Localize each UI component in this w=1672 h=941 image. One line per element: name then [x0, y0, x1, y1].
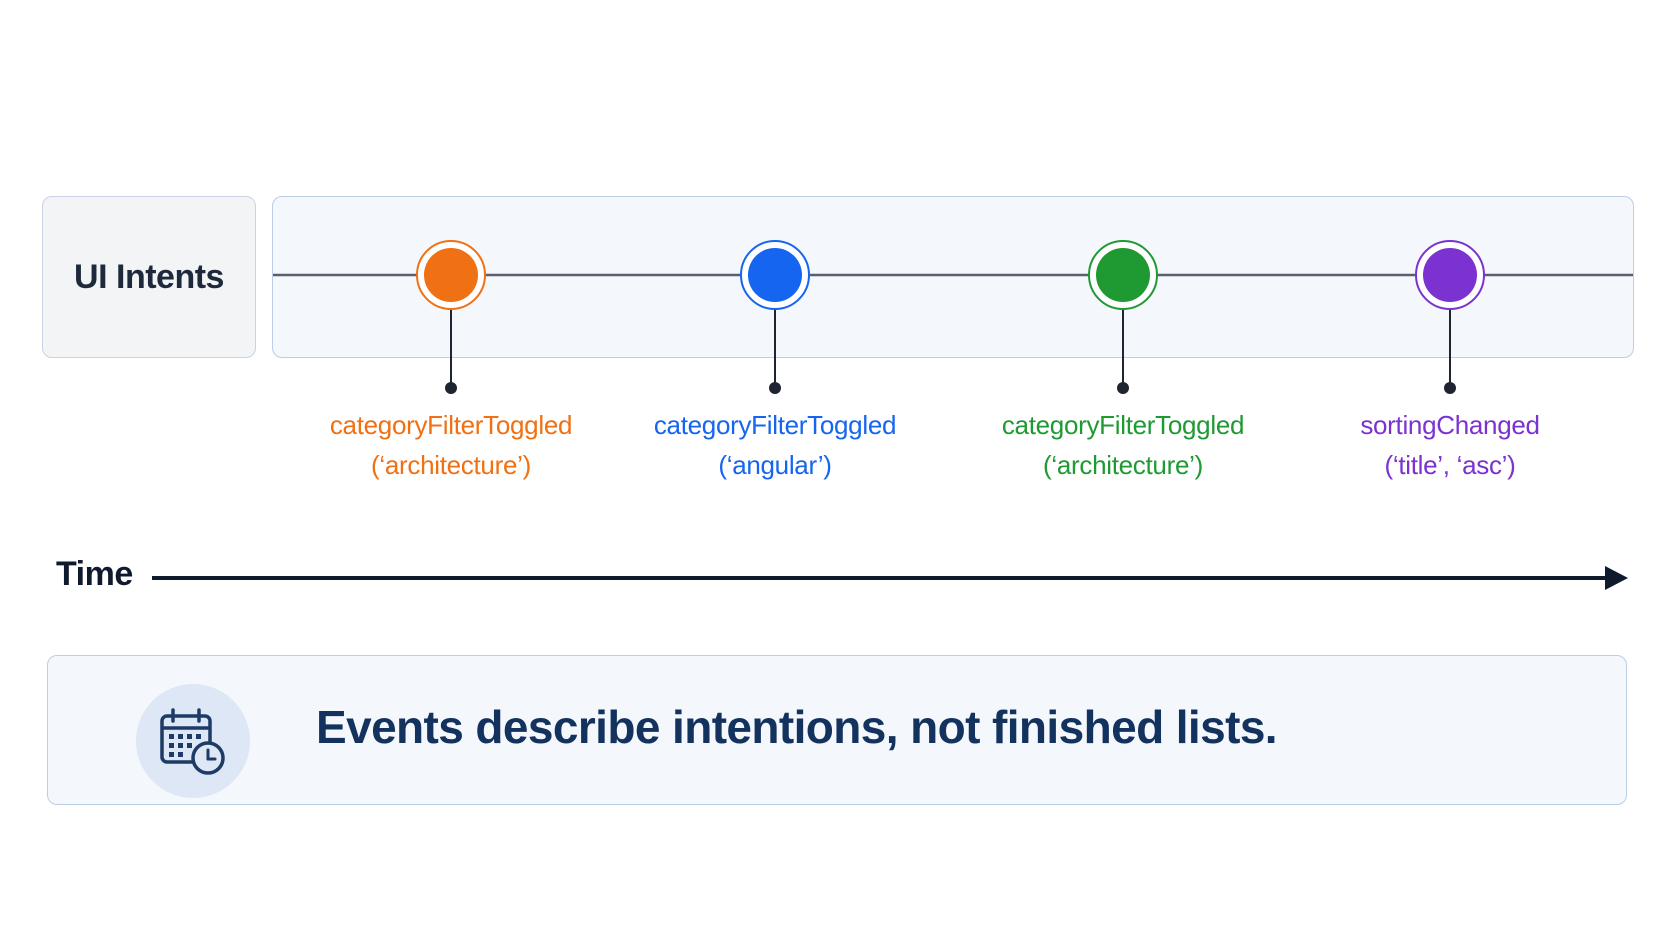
note-icon-badge: [136, 684, 250, 798]
event-args-1: (‘angular’): [718, 450, 832, 480]
event-dot-2: [1096, 248, 1150, 302]
event-name-3: sortingChanged: [1360, 410, 1540, 440]
time-axis-arrowhead: [1605, 566, 1628, 590]
event-marker-0: [416, 240, 486, 394]
event-name-0: categoryFilterToggled: [329, 410, 573, 440]
note-text: Events describe intentions, not finished…: [316, 701, 1278, 753]
event-dot-1: [748, 248, 802, 302]
event-name-2: categoryFilterToggled: [1001, 410, 1245, 440]
event-args-2: (‘architecture’): [1043, 450, 1203, 480]
calendar-clock-icon: [160, 708, 225, 775]
event-marker-1: [740, 240, 810, 394]
event-label-3: sortingChanged (‘title’, ‘asc’): [1290, 405, 1610, 485]
time-axis-label: Time: [56, 555, 133, 593]
event-dot-0: [424, 248, 478, 302]
event-marker-3: [1415, 240, 1485, 394]
event-label-1: categoryFilterToggled (‘angular’): [615, 405, 935, 485]
event-args-3: (‘title’, ‘asc’): [1384, 450, 1516, 480]
note-box: Events describe intentions, not finished…: [47, 655, 1627, 805]
event-stem-dot-0: [445, 382, 457, 394]
event-stem-dot-2: [1117, 382, 1129, 394]
lane-label-box: UI Intents: [42, 196, 256, 358]
event-stem-dot-3: [1444, 382, 1456, 394]
event-label-2: categoryFilterToggled (‘architecture’): [963, 405, 1283, 485]
event-label-0: categoryFilterToggled (‘architecture’): [291, 405, 611, 485]
event-name-1: categoryFilterToggled: [653, 410, 897, 440]
event-marker-2: [1088, 240, 1158, 394]
event-args-0: (‘architecture’): [371, 450, 531, 480]
event-dot-3: [1423, 248, 1477, 302]
event-stem-dot-1: [769, 382, 781, 394]
lane-track-box: [272, 196, 1634, 358]
lane-label: UI Intents: [74, 257, 224, 296]
